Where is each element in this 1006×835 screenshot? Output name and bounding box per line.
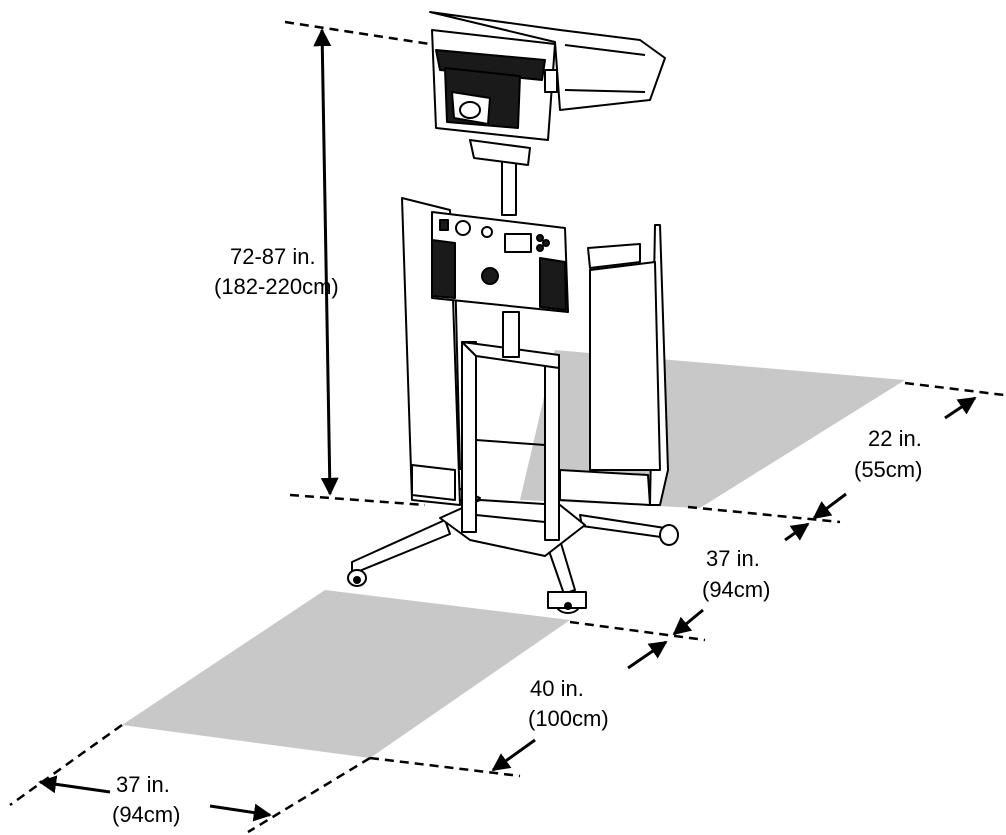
front-depth-metric-label: (100cm): [528, 706, 609, 731]
width-arrow-left: [38, 775, 111, 794]
machine-illustration: [347, 11, 679, 614]
extension-lines: [9, 20, 1005, 834]
column: [469, 139, 531, 358]
base-depth-imperial-label: 37 in.: [706, 546, 760, 571]
height-arrow: [313, 28, 339, 496]
rear-depth-arrow-bottom: [812, 492, 847, 520]
control-console: [431, 211, 569, 313]
dimension-arrows: [38, 28, 977, 822]
rear-depth-metric-label: (55cm): [854, 457, 922, 482]
base-depth-arrow-top: [784, 522, 810, 542]
rear-depth-imperial-label: 22 in.: [868, 426, 922, 451]
width-metric-label: (94cm): [112, 802, 180, 827]
front-depth-imperial-label: 40 in.: [530, 676, 584, 701]
head-unit: [429, 11, 666, 141]
width-imperial-label: 37 in.: [116, 772, 170, 797]
height-imperial-label: 72-87 in.: [230, 244, 316, 269]
height-metric-label: (182-220cm): [214, 274, 339, 299]
front-depth-arrow-top: [627, 640, 668, 670]
rear-depth-arrow-top: [944, 396, 977, 420]
base-depth-arrow-bottom: [672, 608, 704, 636]
base-depth-metric-label: (94cm): [702, 577, 770, 602]
front-depth-arrow-bottom: [491, 738, 536, 772]
front-clearance-zone: [122, 590, 570, 758]
width-arrow-right: [209, 803, 272, 822]
